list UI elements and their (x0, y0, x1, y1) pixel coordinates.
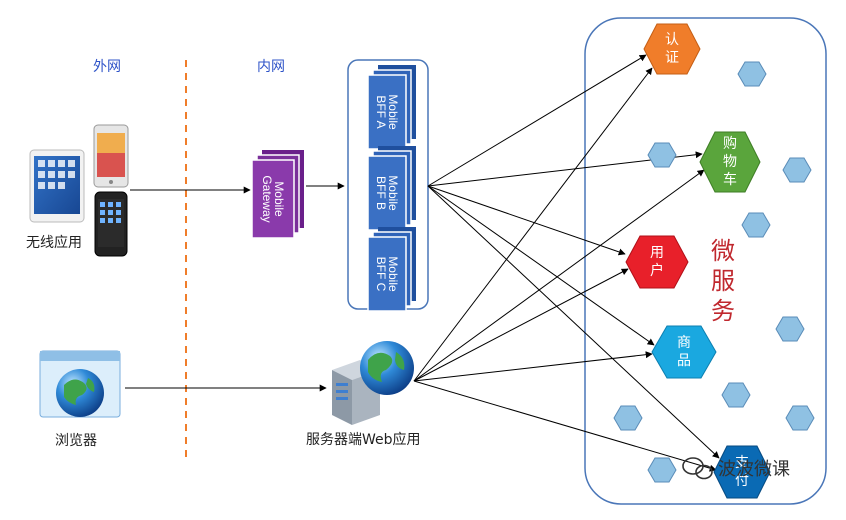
service-user-label: 用 户 (650, 245, 664, 279)
watermark-text: 波波微课 (718, 459, 790, 480)
browser-client-label: 浏览器 (55, 433, 97, 449)
service-auth-hexagon (643, 23, 701, 75)
service-product-hexagon (651, 325, 717, 379)
idle-service-hexagons (613, 61, 815, 483)
web-server-icon (332, 341, 414, 425)
server-fanout-arrows (413, 67, 717, 472)
browser-window-icon (39, 350, 121, 418)
bff-b-label: Mobile BFF B (374, 175, 400, 211)
service-pay-hexagon (713, 445, 771, 499)
bff-fanout-arrows (427, 54, 720, 459)
microservices-label: 微 服 务 (711, 237, 735, 325)
bff-a-stack (367, 65, 416, 150)
bff-c-label: Mobile BFF C (374, 256, 400, 292)
service-cart-label: 购 物 车 (723, 136, 737, 188)
service-auth-label: 认 证 (665, 32, 679, 66)
service-cart-hexagon (699, 131, 761, 193)
microservice-cluster (584, 17, 827, 505)
gateway-label: Mobile Gateway (260, 175, 286, 223)
service-product-label: 商 品 (677, 335, 691, 369)
bff-c-stack (367, 227, 416, 312)
iphone-icon (94, 191, 128, 257)
service-user-hexagon (625, 235, 689, 289)
bff-a-label: Mobile BFF A (374, 94, 400, 130)
web-server-label: 服务器端Web应用 (306, 432, 421, 448)
wechat-icon (682, 457, 713, 480)
zone-label-outer: 外网 (93, 59, 121, 75)
bff-b-stack (367, 146, 416, 231)
tablet-icon (29, 149, 85, 223)
service-pay-label: 支 付 (735, 455, 749, 489)
zone-label-inner: 内网 (257, 59, 285, 75)
mobile-clients-label: 无线应用 (26, 235, 82, 251)
gateway-stack (251, 150, 304, 239)
android-phone-icon (93, 124, 129, 188)
